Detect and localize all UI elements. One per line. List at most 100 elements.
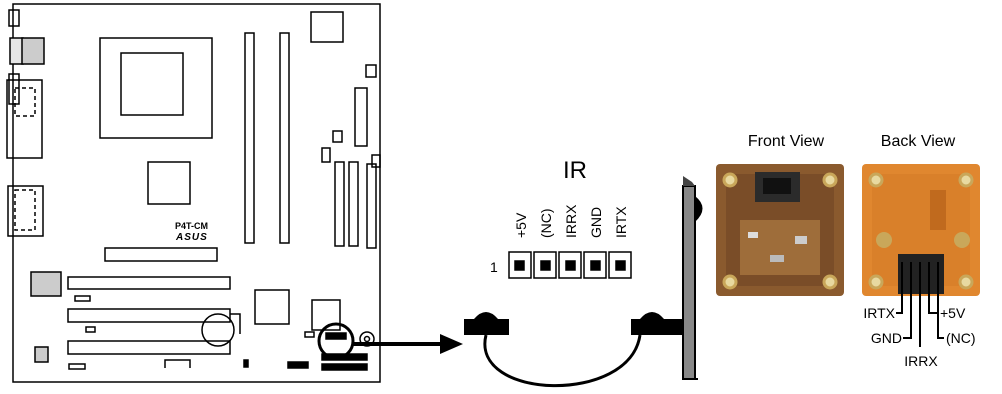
usb-header [287,361,309,369]
usb-port-stack [21,37,45,65]
pin-labels: +5V (NC) IRRX GND IRTX [513,204,629,238]
lead-plus5v [928,262,938,314]
header-pin-3-square [565,260,576,271]
front-hole-tr [822,172,838,188]
header-pin-4 [583,251,607,279]
ir-header-title: IR [563,157,587,184]
lead-nc [937,262,944,339]
small-header-2 [304,331,315,338]
header-pin-2-square [540,260,551,271]
bottom-connector [164,359,191,368]
header-pin-1-square [514,260,525,271]
jumper-1 [74,295,91,302]
south-bridge [147,161,191,205]
parallel-port [6,79,43,159]
jumper-2 [85,326,96,333]
front-panel-header-2 [321,363,368,371]
pci-slot-3 [67,340,231,355]
cable-wire [483,334,642,388]
usb-port [9,37,24,65]
front-view-module [716,164,844,296]
serial-port [8,73,20,105]
battery-clip [230,313,241,334]
pin-label-5: IRTX [613,206,629,238]
ide-slot-1 [334,161,345,247]
front-hole-tl [722,172,738,188]
front-smd-2 [795,236,807,244]
ide-slot-3 [366,163,377,249]
dimm-slot-2 [279,32,290,244]
audio-chip [30,271,62,297]
header-pin-3 [558,251,582,279]
north-bridge [310,11,344,43]
back-pin-leads [896,262,944,347]
small-chip [332,130,343,143]
fdd-slot-1 [321,147,331,163]
parallel-port-inner [14,87,36,117]
front-component-area [740,220,820,275]
back-chip [930,190,946,230]
bracket-bulb [695,196,703,222]
header-pin-1 [508,251,532,279]
pin-label-1: +5V [513,212,529,238]
header-pin-5 [608,251,632,279]
screw-hole-inner [363,335,371,343]
header-pin-4-square [590,260,601,271]
cable-connector-left [464,319,509,335]
header-pin-2 [533,251,557,279]
motherboard-outline [12,3,381,383]
back-hole-br [958,274,974,290]
pci-slot-2 [67,308,231,323]
back-hole-tl [868,172,884,188]
ide-connector [354,87,368,147]
cable-connector-right-cap [640,312,664,319]
front-hole-bl [722,274,738,290]
ide-slot-2 [348,161,359,247]
small-header [243,359,249,368]
back-pad-right [954,232,970,248]
board-brand-logo: ASUS [175,232,208,243]
pin-label-3: IRRX [563,204,579,238]
lead-irtx [896,262,903,314]
lead-gnd [903,262,912,339]
front-smd-1 [748,232,758,238]
motherboard-layout [6,3,381,383]
back-pad-left [876,232,892,248]
header-pin-5-square [615,260,626,271]
bios-chip [365,64,377,78]
back-label-plus5v: +5V [940,305,966,321]
cpu-socket-inner [120,52,184,116]
cpu-socket [99,37,213,139]
agp-slot [104,247,218,262]
ir-header-pins [508,251,632,279]
ir-cable [464,176,703,388]
lan-chip [254,289,290,325]
ir-receiver-lens [763,178,791,194]
back-label-nc: (NC) [946,330,976,346]
front-smd-3 [770,255,784,262]
cable-connector-left-cap [474,312,498,319]
front-hole-br [822,274,838,290]
audio-port [7,185,44,237]
back-label-irtx: IRTX [863,305,895,321]
back-label-gnd: GND [871,330,902,346]
audio-port-inner [14,189,36,231]
pin-label-4: GND [588,207,604,238]
jumper-3 [68,363,86,370]
back-view-label: Back View [881,133,956,150]
power-connector [311,299,341,331]
ir-header-highlight-circle [317,322,355,360]
back-hole-bl [868,274,884,290]
ps2-port [8,9,20,27]
ir-header-on-board [325,332,347,340]
back-pin-labels: IRTX GND IRRX +5V (NC) [863,305,975,369]
front-panel-header-1 [321,353,368,361]
pin-one-marker: 1 [490,259,498,275]
back-hole-tr [958,172,974,188]
pci-slot-1 [67,276,231,290]
dimm-slot-1 [244,32,255,244]
bottom-chip [34,346,49,363]
back-label-irrx: IRRX [904,353,938,369]
pin-label-2: (NC) [538,208,554,238]
